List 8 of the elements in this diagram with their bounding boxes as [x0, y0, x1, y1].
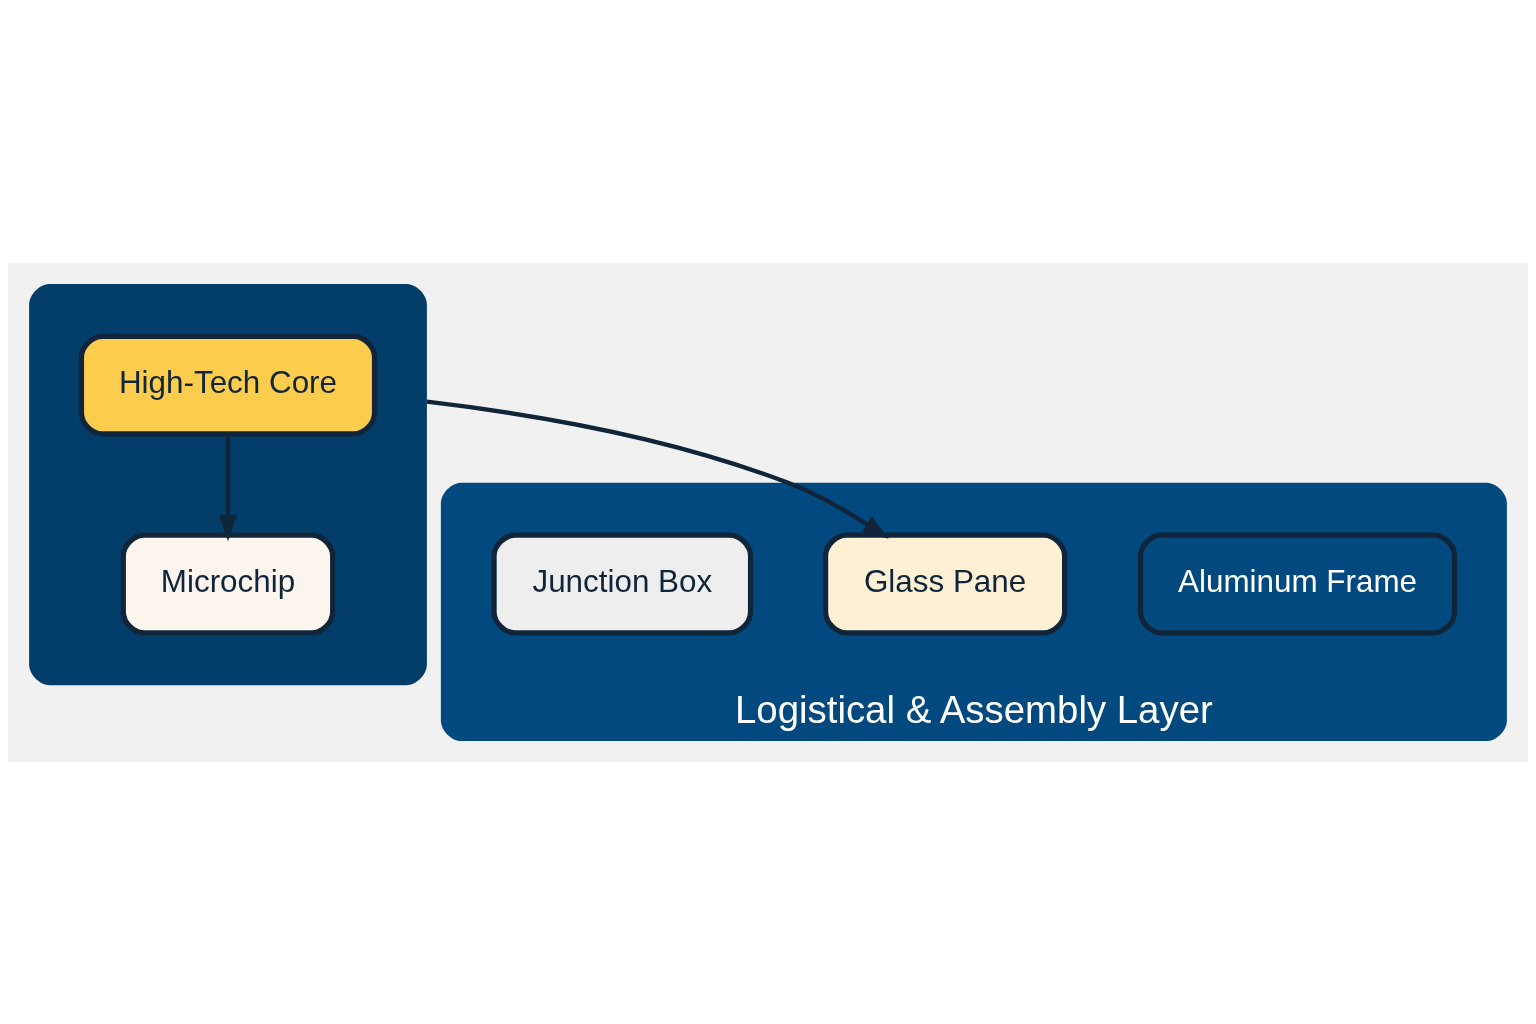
arrow [218, 433, 238, 541]
node-box: Aluminum Frame [1137, 532, 1458, 635]
node-box: Microchip [120, 532, 336, 635]
node-box: Junction Box [491, 532, 754, 635]
node-box: Glass Pane [822, 532, 1068, 635]
arrow [426, 399, 889, 539]
node-box: High-Tech Core [78, 333, 378, 437]
cluster [29, 283, 427, 685]
